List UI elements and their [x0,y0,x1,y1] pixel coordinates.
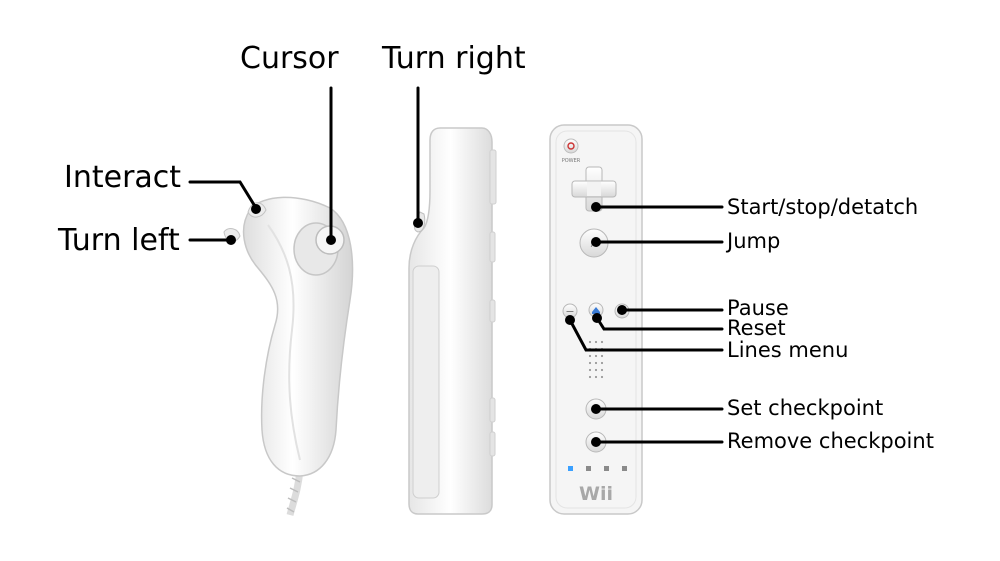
interact-dot [251,204,261,214]
player-led-4 [622,466,627,471]
turn-right-dot [413,218,423,228]
interact-leader [188,180,258,210]
cursor-label: Cursor [240,41,339,76]
remove-checkpoint-dot [591,437,601,447]
set-checkpoint-dot [591,404,601,414]
side-ridge-4 [489,397,496,423]
turn-left-label: Turn left [58,223,180,258]
turn-left-dot [226,235,236,245]
wiimote-front-inner [555,130,637,509]
power-label: POWER [562,158,581,164]
side-ridge-5 [489,431,496,457]
nunchuk-cable [286,469,304,516]
home-icon [592,307,600,314]
cursor-dot [326,235,336,245]
pause-label: Pause [727,296,789,320]
lines-menu-leader [568,318,724,352]
player-led-2 [586,466,591,471]
side-ridge-3 [489,299,496,323]
pause-dot [617,305,627,315]
nunchuk-cable-twist [286,477,301,513]
player-led-1 [568,466,573,471]
lines-menu-dot [565,315,575,325]
turn-right-label: Turn right [382,41,526,76]
minus-button-mark: − [565,305,574,318]
player-led-3 [604,466,609,471]
power-icon [567,142,575,150]
nunchuk-seam [267,224,301,461]
start-stop-detatch-label: Start/stop/detatch [727,195,919,219]
power-button[interactable] [563,138,579,154]
side-ridge-1 [489,149,497,205]
d-pad[interactable] [571,166,617,212]
remove-checkpoint-label: Remove checkpoint [727,429,934,453]
side-ridge-2 [489,231,496,263]
reset-label: Reset [727,316,786,340]
jump-dot [591,237,601,247]
wiimote-battery-cover [412,265,440,499]
lines-menu-label: Lines menu [727,338,849,362]
wii-logo: Wii [579,483,613,505]
wiimote-side-view [408,127,497,515]
callout-dots [226,202,627,447]
nunchuk [223,196,354,516]
reset-dot [592,313,602,323]
interact-label: Interact [64,160,182,195]
set-checkpoint-label: Set checkpoint [727,396,884,420]
start-stop-detatch-dot [591,202,601,212]
jump-label: Jump [727,229,781,253]
callout-lines [188,86,724,444]
